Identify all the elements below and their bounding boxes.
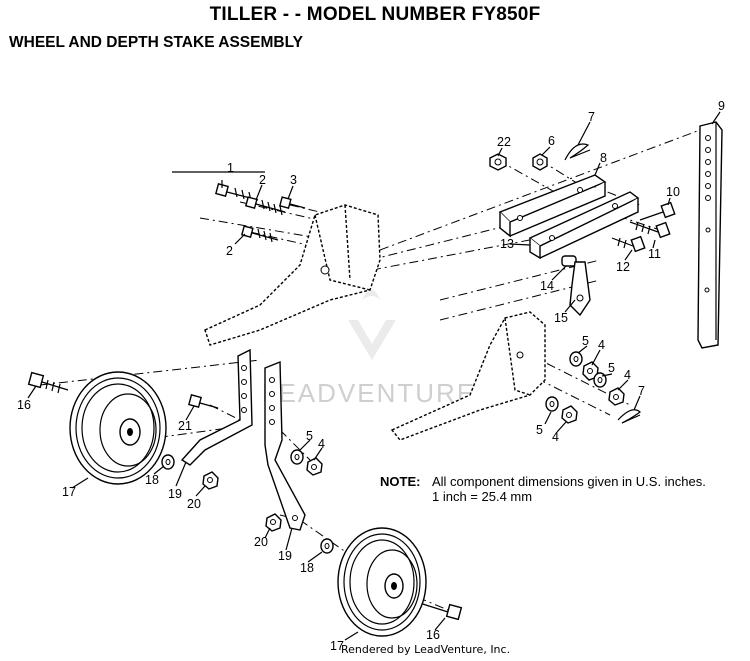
callout-1: 1 xyxy=(227,161,234,175)
axle-bolt-16-left xyxy=(27,371,69,394)
right-frame-bracket xyxy=(390,311,546,441)
dimension-note: NOTE: All component dimensions given in … xyxy=(380,474,706,504)
callout-4-c: 4 xyxy=(552,430,559,444)
bolt-21 xyxy=(188,394,219,409)
bracket-plate-13 xyxy=(528,191,640,260)
bracket-plate-8 xyxy=(498,174,607,238)
bolt-12 xyxy=(611,235,646,253)
bolt-10 xyxy=(639,201,676,221)
left-frame-bracket xyxy=(204,204,381,346)
callout-2-upper: 2 xyxy=(259,173,266,187)
callout-15: 15 xyxy=(554,311,568,325)
callout-6: 6 xyxy=(548,134,555,148)
wheel-17-left xyxy=(69,371,167,485)
nut-22 xyxy=(489,153,507,171)
bolt-2 xyxy=(244,196,286,216)
bolt-3 xyxy=(278,196,306,209)
washer-5-lower xyxy=(545,396,559,412)
callout-20-right: 20 xyxy=(254,535,268,549)
bolt-11 xyxy=(629,221,671,239)
nut-4-bracket xyxy=(306,457,323,476)
callout-3: 3 xyxy=(290,173,297,187)
watermark-logo xyxy=(348,290,396,360)
washer-18-right xyxy=(320,538,334,554)
nut-4-lower xyxy=(561,405,578,424)
callout-17-left: 17 xyxy=(62,485,76,499)
callout-5-a: 5 xyxy=(582,334,589,348)
callout-22: 22 xyxy=(497,135,511,149)
hairpin-clip-7-lower xyxy=(617,409,641,424)
page-title: TILLER - - MODEL NUMBER FY850F xyxy=(209,4,541,25)
wheel-bracket-19-right xyxy=(264,360,306,531)
callout-10: 10 xyxy=(666,185,680,199)
callout-20-left: 20 xyxy=(187,497,201,511)
washer-18-left xyxy=(161,454,175,470)
callout-16-left: 16 xyxy=(17,398,31,412)
callout-5-d: 5 xyxy=(306,429,313,443)
nut-6 xyxy=(532,153,548,171)
note-line-2: 1 inch = 25.4 mm xyxy=(432,489,532,504)
washer-5-bracket xyxy=(290,449,304,465)
washer-5-mid xyxy=(593,372,607,388)
callout-5-b: 5 xyxy=(608,361,615,375)
callout-11: 11 xyxy=(648,247,661,261)
washer-5-upper xyxy=(569,351,583,367)
clevis-15 xyxy=(569,261,591,317)
callout-4-b: 4 xyxy=(624,368,631,382)
callout-13: 13 xyxy=(500,237,514,251)
callout-4-d: 4 xyxy=(318,437,325,451)
callout-4-a: 4 xyxy=(598,338,605,352)
callout-18-right: 18 xyxy=(300,561,314,575)
render-credit: Rendered by LeadVenture, Inc. xyxy=(341,643,510,656)
page-subtitle: WHEEL AND DEPTH STAKE ASSEMBLY xyxy=(9,34,303,51)
nut-4-mid xyxy=(608,387,625,406)
note-label: NOTE: xyxy=(380,474,420,489)
callout-14: 14 xyxy=(540,279,554,293)
callout-19-left: 19 xyxy=(168,487,182,501)
callout-8: 8 xyxy=(600,151,607,165)
callout-17-right: 17 xyxy=(330,639,344,653)
nut-20-right xyxy=(265,513,282,532)
note-line-1: All component dimensions given in U.S. i… xyxy=(432,474,706,489)
callout-7-lower: 7 xyxy=(638,384,645,398)
callout-9: 9 xyxy=(718,99,725,113)
wheel-bracket-19-left xyxy=(180,348,253,466)
watermark-text: LEADVENTURE xyxy=(262,378,476,408)
callout-5-c: 5 xyxy=(536,423,543,437)
hairpin-clip-7-upper xyxy=(564,143,591,161)
leader-lines xyxy=(27,111,721,641)
callout-19-right: 19 xyxy=(278,549,292,563)
callout-2-lower: 2 xyxy=(226,244,233,258)
callout-16-right: 16 xyxy=(426,628,440,642)
nut-20-left xyxy=(202,471,219,490)
callout-18-left: 18 xyxy=(145,473,159,487)
callout-21: 21 xyxy=(178,419,192,433)
callout-12: 12 xyxy=(616,260,630,274)
callout-7-upper: 7 xyxy=(588,110,595,124)
callout-labels: 1 2 3 2 22 6 7 8 9 10 11 12 13 14 15 5 4… xyxy=(17,99,725,653)
depth-stake-9 xyxy=(697,121,723,349)
wheel-17-right xyxy=(337,527,427,637)
